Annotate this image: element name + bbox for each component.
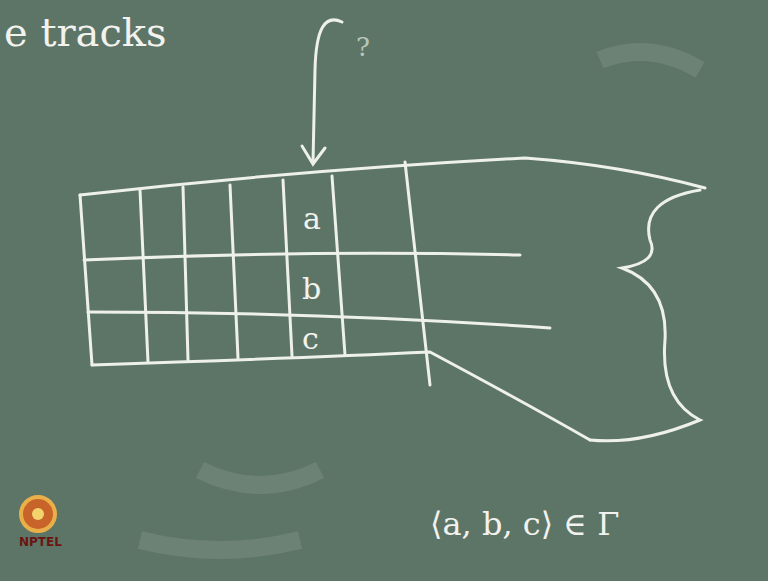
tape-bottom — [92, 352, 590, 440]
cell-line — [283, 180, 292, 356]
tape-top — [80, 158, 705, 195]
question-mark: ? — [356, 34, 370, 60]
arrowhead — [302, 146, 325, 164]
cell-line — [230, 185, 238, 358]
smudges — [140, 52, 700, 550]
cell-line — [183, 187, 188, 360]
track-symbol: c — [302, 324, 319, 354]
track-symbol: a — [303, 204, 321, 234]
track-symbol: b — [302, 274, 321, 304]
cell-line — [140, 190, 148, 362]
track-line — [84, 253, 520, 260]
cell-line — [405, 162, 430, 385]
head-arrow — [313, 20, 342, 162]
nptel-logo — [21, 497, 55, 531]
cell-line — [80, 195, 92, 365]
board-heading: e tracks — [4, 12, 167, 52]
cell-line — [332, 176, 345, 355]
track-line — [88, 312, 550, 328]
brace — [590, 190, 700, 441]
tape — [80, 20, 705, 441]
logo-text: NPTEL — [19, 536, 62, 548]
tuple-expression: ⟨a, b, c⟩ ∈ Γ — [430, 508, 619, 540]
